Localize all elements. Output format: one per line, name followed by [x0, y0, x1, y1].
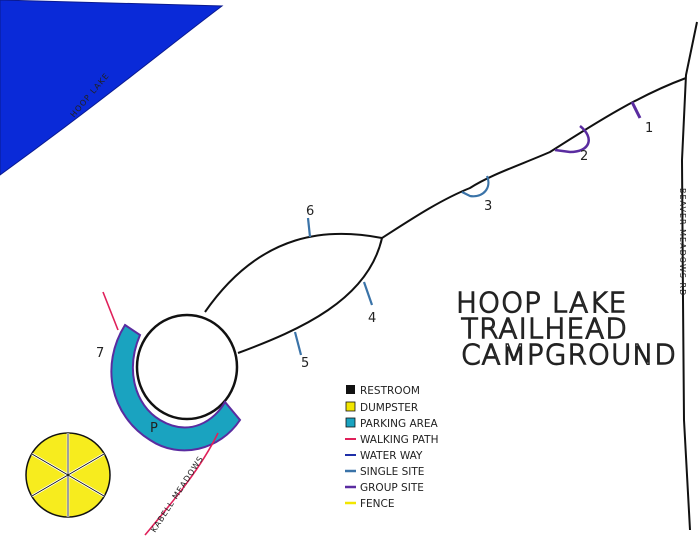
- legend-label-dumpster: DUMPSTER: [360, 402, 418, 414]
- legend-label-restroom: RESTROOM: [360, 385, 420, 397]
- site-2-marker: [554, 125, 590, 154]
- parking-marker: P: [150, 421, 158, 436]
- site-7-label: 7: [96, 346, 104, 361]
- legend-label-parking: PARKING AREA: [360, 418, 439, 430]
- road-east-label: BEAVER MEADOWS RD: [678, 188, 687, 296]
- site-2-label: 2: [580, 149, 588, 164]
- site-6-label: 6: [306, 204, 314, 219]
- walking-path-south: [144, 432, 219, 536]
- campground-loop: [204, 232, 383, 354]
- site-3-marker: [461, 175, 490, 198]
- hoop-lake: [0, 0, 224, 176]
- turnaround-circle: [135, 313, 239, 421]
- title-line-1: HOOP LAKE: [456, 286, 627, 319]
- legend-swatch-dumpster: [345, 401, 356, 412]
- site-6-marker: [306, 217, 312, 238]
- beaver-meadows-road: [680, 21, 698, 531]
- legend-swatch-restroom: [346, 385, 355, 394]
- site-1-marker: [630, 101, 642, 119]
- site-1-label: 1: [645, 121, 653, 136]
- title-line-3: CAMPGROUND: [461, 338, 677, 371]
- walking-path-north: [102, 291, 119, 331]
- legend-label-walking-path: WALKING PATH: [360, 434, 439, 446]
- road-southwest-label: KABELL MEADOWS: [149, 454, 205, 534]
- title-line-2: TRAILHEAD: [461, 312, 628, 345]
- legend-label-group-site: GROUP SITE: [360, 482, 424, 494]
- legend: RESTROOM DUMPSTER PARKING AREA WALKING P…: [345, 385, 439, 510]
- legend-swatch-parking: [345, 417, 356, 428]
- site-3-label: 3: [484, 199, 492, 214]
- site-5-marker: [293, 331, 303, 356]
- legend-label-water-way: WATER WAY: [360, 450, 423, 462]
- fence-wheel: [25, 432, 111, 518]
- legend-label-single-site: SINGLE SITE: [360, 466, 424, 478]
- legend-label-fence: FENCE: [360, 498, 395, 510]
- site-4-marker: [362, 281, 374, 306]
- map-title: HOOP LAKE TRAILHEAD CAMPGROUND: [455, 285, 677, 371]
- access-road: [381, 77, 687, 239]
- site-4-label: 4: [368, 311, 376, 326]
- site-5-label: 5: [301, 356, 309, 371]
- parking-area: [110, 323, 242, 452]
